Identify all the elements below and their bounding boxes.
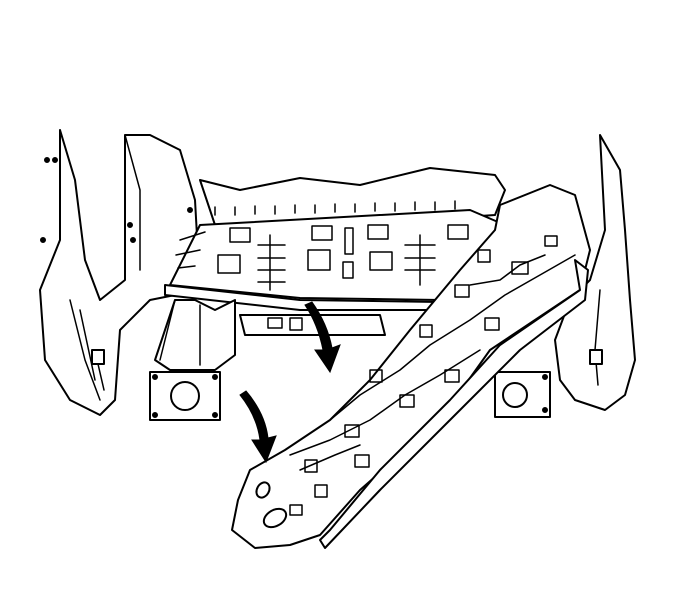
seat-pan-frame [164, 200, 506, 311]
arrow-down-icon [304, 301, 341, 374]
seat-track-right [494, 371, 551, 418]
arrow-down-icon [239, 390, 277, 464]
seat-track-left [149, 299, 236, 421]
seat-track-center [239, 314, 386, 336]
seat-cushion-panel [231, 184, 591, 549]
